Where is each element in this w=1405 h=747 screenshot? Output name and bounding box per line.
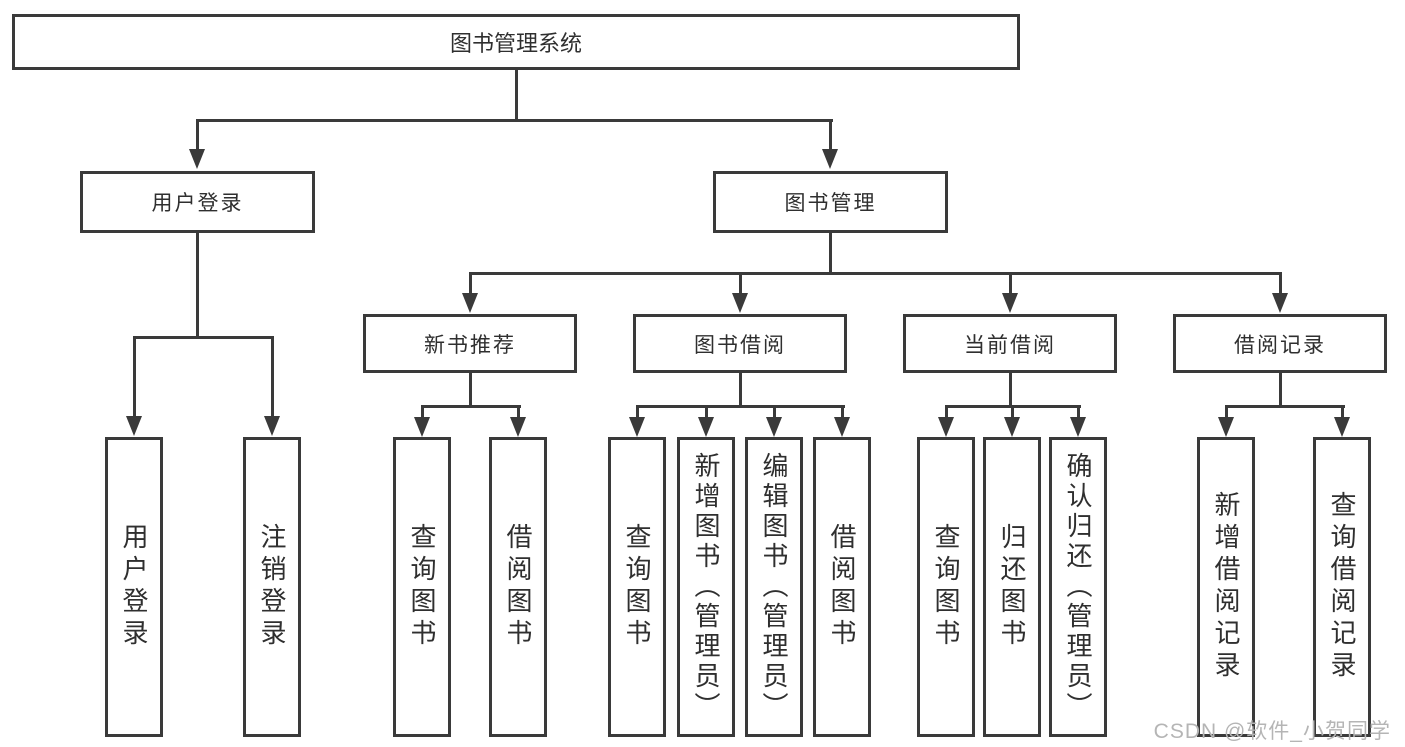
arrow-down-icon	[1272, 293, 1288, 313]
connector	[196, 119, 833, 122]
node-current-borrow-label: 当前借阅	[964, 333, 1056, 357]
connector	[773, 405, 776, 419]
connector	[1279, 272, 1282, 295]
node-leaf-borrow-books-newbooks: 借阅图书	[489, 437, 547, 737]
connector	[829, 233, 832, 275]
node-user-login: 用户登录	[80, 171, 315, 233]
arrow-down-icon	[126, 416, 142, 436]
node-leaf-borrow-books-borrow-label: 借阅图书	[827, 523, 857, 651]
node-leaf-return-book-label: 归还图书	[997, 523, 1027, 651]
watermark: CSDN @软件_小贺同学	[1153, 720, 1391, 743]
node-leaf-add-book-admin-label: 新增图书（管理员）	[691, 452, 721, 722]
arrow-down-icon	[414, 417, 430, 437]
node-root: 图书管理系统	[12, 14, 1020, 70]
node-leaf-query-books-current-label: 查询图书	[931, 523, 961, 651]
connector	[133, 336, 136, 417]
connector	[469, 272, 472, 295]
arrow-down-icon	[462, 293, 478, 313]
arrow-down-icon	[766, 417, 782, 437]
arrow-down-icon	[189, 149, 205, 169]
node-current-borrow: 当前借阅	[903, 314, 1117, 373]
arrow-down-icon	[698, 417, 714, 437]
arrow-down-icon	[938, 417, 954, 437]
connector	[1009, 272, 1012, 295]
connector	[517, 405, 520, 419]
node-leaf-borrow-books-newbooks-label: 借阅图书	[503, 523, 533, 651]
arrow-down-icon	[629, 417, 645, 437]
node-borrow-records: 借阅记录	[1173, 314, 1387, 373]
node-leaf-query-books-newbooks-label: 查询图书	[407, 523, 437, 651]
connector	[271, 336, 274, 417]
node-leaf-logout-label: 注销登录	[257, 523, 287, 651]
node-leaf-return-book: 归还图书	[983, 437, 1041, 737]
connector	[421, 405, 424, 419]
connector	[739, 272, 742, 295]
node-book-borrow-label: 图书借阅	[694, 333, 786, 357]
arrow-down-icon	[834, 417, 850, 437]
connector	[1225, 405, 1228, 419]
node-leaf-add-borrow-record-label: 新增借阅记录	[1211, 491, 1241, 683]
connector	[841, 405, 844, 419]
node-leaf-query-borrow-record: 查询借阅记录	[1313, 437, 1371, 737]
node-leaf-edit-book-admin-label: 编辑图书（管理员）	[759, 452, 789, 722]
connector	[1009, 373, 1012, 408]
arrow-down-icon	[1002, 293, 1018, 313]
connector	[1279, 373, 1282, 408]
connector	[945, 405, 948, 419]
arrow-down-icon	[510, 417, 526, 437]
node-user-login-label: 用户登录	[151, 192, 244, 215]
node-leaf-borrow-books-borrow: 借阅图书	[813, 437, 871, 737]
connector	[1225, 405, 1345, 408]
arrow-down-icon	[264, 416, 280, 436]
node-borrow-records-label: 借阅记录	[1234, 333, 1326, 357]
connector	[829, 119, 832, 151]
node-new-book-recommend: 新书推荐	[363, 314, 577, 373]
node-leaf-user-login-label: 用户登录	[119, 523, 149, 651]
node-leaf-confirm-return-admin-label: 确认归还（管理员）	[1063, 452, 1093, 722]
node-book-borrow: 图书借阅	[633, 314, 847, 373]
node-leaf-query-borrow-record-label: 查询借阅记录	[1327, 491, 1357, 683]
arrow-down-icon	[1218, 417, 1234, 437]
node-leaf-add-book-admin: 新增图书（管理员）	[677, 437, 735, 737]
connector	[469, 373, 472, 408]
node-root-label: 图书管理系统	[449, 31, 582, 56]
connector	[133, 336, 274, 339]
connector	[739, 373, 742, 408]
connector	[421, 405, 521, 408]
node-leaf-add-borrow-record: 新增借阅记录	[1197, 437, 1255, 737]
arrow-down-icon	[732, 293, 748, 313]
connector	[196, 119, 199, 151]
arrow-down-icon	[822, 149, 838, 169]
node-leaf-confirm-return-admin: 确认归还（管理员）	[1049, 437, 1107, 737]
connector	[469, 272, 1282, 275]
arrow-down-icon	[1070, 417, 1086, 437]
node-leaf-query-books-borrow-label: 查询图书	[622, 523, 652, 651]
node-leaf-query-books-borrow: 查询图书	[608, 437, 666, 737]
connector	[1011, 405, 1014, 419]
connector	[705, 405, 708, 419]
connector	[196, 233, 199, 338]
arrow-down-icon	[1004, 417, 1020, 437]
node-leaf-edit-book-admin: 编辑图书（管理员）	[745, 437, 803, 737]
connector	[515, 70, 518, 121]
connector	[1077, 405, 1080, 419]
node-leaf-logout: 注销登录	[243, 437, 301, 737]
node-book-management: 图书管理	[713, 171, 948, 233]
connector	[1341, 405, 1344, 419]
node-leaf-query-books-current: 查询图书	[917, 437, 975, 737]
arrow-down-icon	[1334, 417, 1350, 437]
connector	[636, 405, 639, 419]
node-leaf-query-books-newbooks: 查询图书	[393, 437, 451, 737]
node-book-management-label: 图书管理	[784, 192, 877, 215]
node-new-book-recommend-label: 新书推荐	[424, 333, 516, 357]
connector	[636, 405, 845, 408]
node-leaf-user-login: 用户登录	[105, 437, 163, 737]
